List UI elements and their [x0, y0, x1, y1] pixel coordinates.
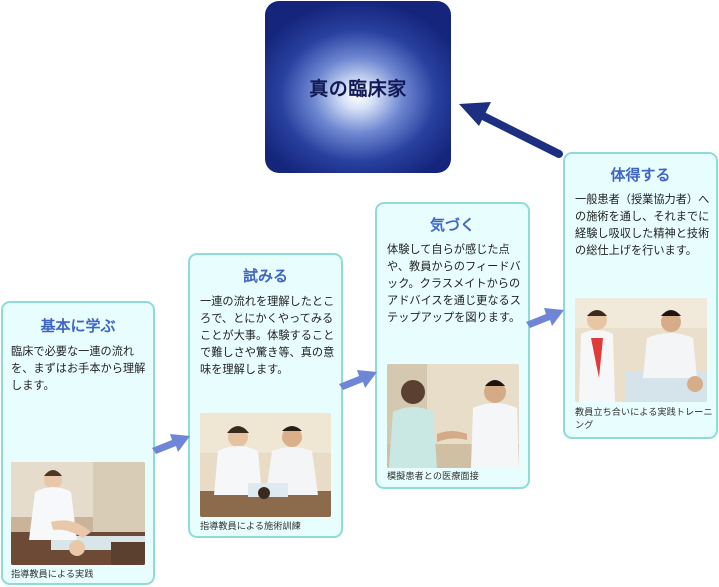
step-photo [200, 413, 331, 517]
step-title: 基本に学ぶ [40, 317, 116, 335]
step-card-notice: 気づく 体験して自らが感じた点や、教員からのフィードバック。クラスメイトからのア… [375, 202, 530, 489]
arrow-step1-to-step2 [152, 434, 190, 454]
step-description: 体験して自らが感じた点や、教員からのフィードバック。クラスメイトからのアドバイス… [387, 243, 521, 324]
step-photo-caption: 模擬患者との医療面接 [387, 471, 479, 482]
step-card-learn-basics: 基本に学ぶ 臨床で必要な一連の流れを、まずはお手本から理解します。 指導教員によ… [1, 301, 155, 585]
arrow-step3-to-step4 [526, 308, 564, 328]
step-photo [11, 462, 145, 565]
goal-title: 真の臨床家 [309, 77, 407, 100]
step-title: 試みる [242, 267, 288, 285]
arrow-step2-to-step3 [339, 370, 377, 390]
step-description: 一般患者（授業協力者）への施術を通し、それまでに経験し吸収した精神と技術の総仕上… [575, 193, 710, 257]
step-description: 臨床で必要な一連の流れを、まずはお手本から理解します。 [11, 345, 146, 392]
arrow-step4-to-goal [459, 102, 563, 158]
step-photo [387, 364, 519, 468]
step-card-master: 体得する 一般患者（授業協力者）への施術を通し、それまでに経験し吸収した精神と技… [563, 152, 718, 439]
step-title: 体得する [610, 166, 671, 184]
step-title: 気づく [429, 216, 475, 234]
step-description: 一連の流れを理解したところで、とにかくやってみることが大事。体験することで難しさ… [200, 295, 335, 376]
goal-box: 真の臨床家 [265, 1, 451, 173]
step-card-try: 試みる 一連の流れを理解したところで、とにかくやってみることが大事。体験すること… [188, 253, 343, 538]
step-photo-caption: 教員立ち合いによる実践トレーニング [575, 407, 713, 431]
step-photo [575, 298, 707, 402]
step-photo-caption: 指導教員による施術訓練 [200, 521, 301, 532]
step-photo-caption: 指導教員による実践 [11, 569, 94, 580]
